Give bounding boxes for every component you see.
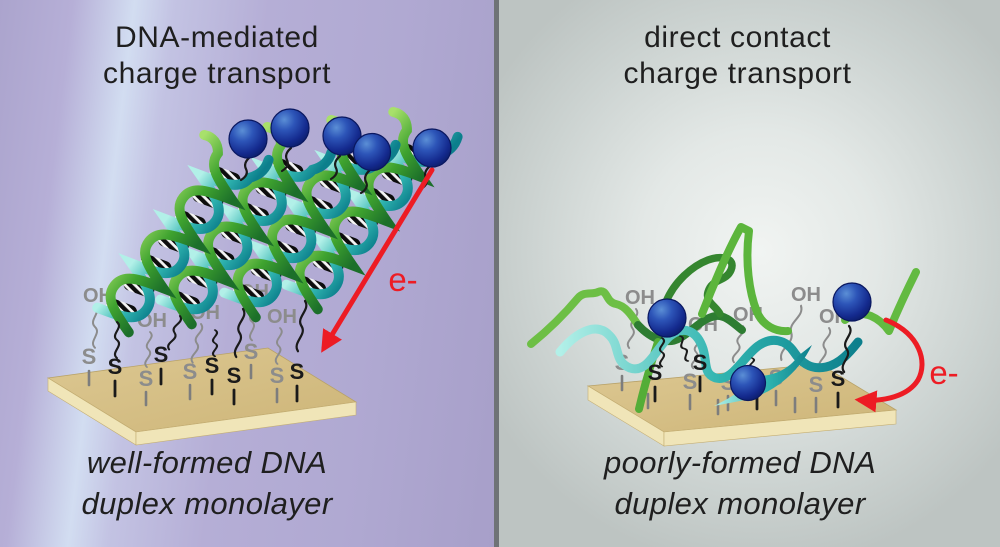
thiol-label: S	[683, 369, 698, 394]
redox-probe-sphere	[832, 282, 872, 322]
electron-arrow	[854, 317, 925, 413]
thiol-label: S	[693, 350, 708, 375]
thiol-label: S	[809, 372, 824, 397]
redox-probe-sphere	[352, 132, 392, 172]
ssdna-strand	[527, 287, 642, 348]
probe-tether	[239, 155, 252, 182]
thiol-label: S	[183, 359, 198, 384]
left-title-line-2: charge transport	[102, 57, 332, 90]
left-caption-line-1: well-formed DNA	[86, 445, 328, 480]
left-panel-title: DNA-mediated charge transport	[0, 20, 434, 92]
hydroxyl-label: OH	[625, 287, 655, 309]
thiol-label: S	[227, 363, 242, 388]
thiol-label: S	[108, 354, 123, 379]
panel-divider	[494, 0, 499, 547]
thiol-label: S	[82, 344, 97, 369]
redox-probe-sphere	[647, 298, 687, 338]
electron-arrow	[321, 167, 435, 353]
probe-tether	[359, 168, 372, 195]
ssdna-strand-teal	[555, 324, 863, 383]
ssdna-strand	[698, 223, 792, 336]
thiol-label: S	[648, 360, 663, 385]
right-caption-line-2: duplex monolayer	[614, 486, 866, 521]
probe-tether	[329, 154, 342, 181]
redox-probe-sphere	[228, 119, 268, 159]
right-title-line-1: direct contact	[644, 21, 831, 54]
redox-probe-sphere	[412, 128, 452, 168]
right-panel-title: direct contact charge transport	[500, 20, 975, 92]
right-panel-caption: poorly-formed DNA duplex monolayer	[500, 442, 980, 524]
right-panel-art: OH S OH S OH S OH S OH S	[527, 223, 959, 447]
probe-tether	[280, 146, 293, 173]
hydroxyl-label: OH	[791, 284, 821, 306]
redox-probe-sphere	[729, 364, 767, 402]
ssdna-ribbon-teal	[714, 345, 812, 406]
right-title-line-2: charge transport	[623, 57, 852, 90]
thiol-label: S	[244, 339, 259, 364]
left-panel-caption: well-formed DNA duplex monolayer	[0, 442, 414, 524]
left-caption-line-2: duplex monolayer	[81, 486, 333, 521]
thiol-label: S	[290, 359, 305, 384]
redox-probes-right	[647, 282, 872, 402]
electron-flow-right: e-	[854, 317, 959, 413]
thiol-label: S	[270, 363, 285, 388]
thiol-label: S	[205, 353, 220, 378]
redox-probes-left	[228, 108, 452, 195]
electron-label: e-	[929, 354, 958, 391]
thiol-label: S	[139, 366, 154, 391]
thiol-label: S	[154, 342, 169, 367]
electron-label: e-	[388, 261, 417, 298]
right-caption-line-1: poorly-formed DNA	[603, 445, 877, 480]
electron-flow-left: e-	[321, 167, 435, 353]
left-title-line-1: DNA-mediated	[115, 21, 319, 54]
hydroxyl-label: OH	[267, 306, 297, 328]
left-panel-background	[0, 0, 495, 547]
redox-probe-sphere	[270, 108, 310, 148]
dna-thiol-linkers-left: S S S S S	[108, 299, 309, 406]
hydroxyl-label: OH	[83, 285, 113, 307]
thiol-label: S	[831, 366, 846, 391]
redox-probe-sphere	[322, 116, 362, 156]
gold-electrode-left	[46, 347, 358, 446]
left-panel-art: OH S OH S OH S OH S OH S	[46, 96, 459, 446]
